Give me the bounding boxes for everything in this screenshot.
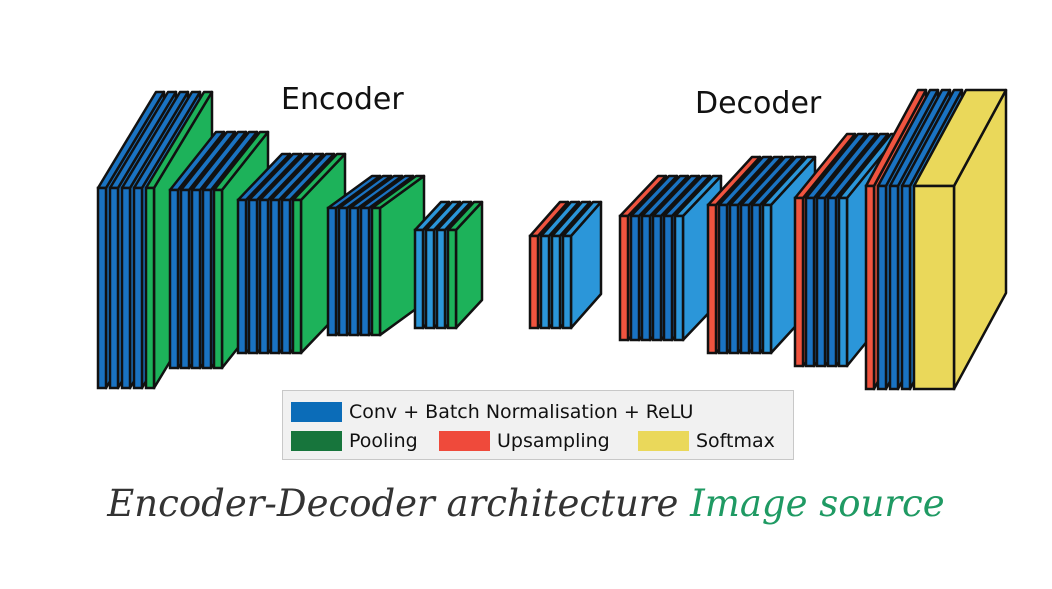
layer-front-face xyxy=(837,196,849,368)
layer-front-face xyxy=(258,198,270,355)
encoder-title: Encoder xyxy=(281,82,404,117)
encoder-block-5 xyxy=(413,200,484,330)
layer-front-face xyxy=(900,184,912,391)
legend-item-softmax: Softmax xyxy=(638,430,775,452)
legend-item-conv: Conv + Batch Normalisation + ReLU xyxy=(291,401,693,423)
layer-front-face xyxy=(144,186,156,390)
layer-front-face xyxy=(826,196,838,368)
layer-front-face xyxy=(739,203,751,355)
layer-front-face xyxy=(348,206,360,337)
layer-front-face xyxy=(815,196,827,368)
layer-front-face xyxy=(728,203,740,355)
layer-front-face xyxy=(337,206,349,337)
layer-front-face xyxy=(804,196,816,368)
layer-front-face xyxy=(717,203,729,355)
layer-front-face xyxy=(359,206,371,337)
layer-front-face xyxy=(190,188,202,370)
decoder-block-1-conv-layer xyxy=(561,200,603,330)
layer-front-face xyxy=(651,214,663,342)
layer-front-face xyxy=(640,214,652,342)
layer-front-face xyxy=(435,228,447,330)
layer-front-face xyxy=(247,198,259,355)
legend-swatch-upsampling xyxy=(439,431,490,451)
layer-front-face xyxy=(370,206,382,337)
layer-front-face xyxy=(876,184,888,391)
layer-front-face xyxy=(326,206,338,337)
legend-item-upsampling: Upsampling xyxy=(439,430,610,452)
layer-front-face xyxy=(706,203,718,355)
legend-label-pooling: Pooling xyxy=(349,430,418,452)
layer-front-face xyxy=(413,228,425,330)
layer-front-face xyxy=(280,198,292,355)
layer-front-face xyxy=(528,234,540,330)
layer-front-face xyxy=(629,214,641,342)
legend-swatch-pooling xyxy=(291,431,342,451)
layer-front-face xyxy=(168,188,180,370)
caption: Encoder-Decoder architecture Image sourc… xyxy=(0,482,1052,525)
layer-front-face xyxy=(120,186,132,390)
legend-swatch-softmax xyxy=(638,431,689,451)
layer-front-face xyxy=(864,184,876,391)
legend: Conv + Batch Normalisation + ReLU Poolin… xyxy=(282,390,794,460)
legend-label-softmax: Softmax xyxy=(696,430,775,452)
legend-label-upsampling: Upsampling xyxy=(497,430,610,452)
layer-front-face xyxy=(539,234,551,330)
decoder-block-5 xyxy=(864,88,1008,391)
layer-front-face xyxy=(236,198,248,355)
layer-front-face xyxy=(201,188,213,370)
decoder-block-2 xyxy=(618,174,723,342)
layer-front-face xyxy=(673,214,685,342)
layer-front-face xyxy=(750,203,762,355)
legend-swatch-conv xyxy=(291,402,342,422)
encoder-block-4 xyxy=(326,174,426,337)
decoder-title: Decoder xyxy=(695,86,822,121)
caption-text: Encoder-Decoder architecture xyxy=(107,482,679,525)
layer-front-face xyxy=(912,184,956,391)
encoder-block-3 xyxy=(236,152,347,355)
decoder-block-5-softmax-layer xyxy=(912,88,1008,391)
layer-front-face xyxy=(662,214,674,342)
layer-front-face xyxy=(888,184,900,391)
layer-front-face xyxy=(212,188,224,370)
layer-front-face xyxy=(561,234,573,330)
layer-front-face xyxy=(132,186,144,390)
layer-front-face xyxy=(424,228,436,330)
decoder-block-3 xyxy=(706,155,817,355)
image-source-link[interactable]: Image source xyxy=(690,482,945,525)
layer-front-face xyxy=(761,203,773,355)
layer-front-face xyxy=(446,228,458,330)
layer-front-face xyxy=(793,196,805,368)
encoder-block-5-pool-layer xyxy=(446,200,484,330)
legend-item-pooling: Pooling xyxy=(291,430,418,452)
layer-front-face xyxy=(179,188,191,370)
layer-front-face xyxy=(108,186,120,390)
encoder-block-4-pool-layer xyxy=(370,174,426,337)
layer-front-face xyxy=(291,198,303,355)
decoder-block-1 xyxy=(528,200,603,330)
legend-label-conv: Conv + Batch Normalisation + ReLU xyxy=(349,401,694,423)
layer-front-face xyxy=(269,198,281,355)
layer-front-face xyxy=(550,234,562,330)
layer-front-face xyxy=(618,214,630,342)
layer-front-face xyxy=(96,186,108,390)
